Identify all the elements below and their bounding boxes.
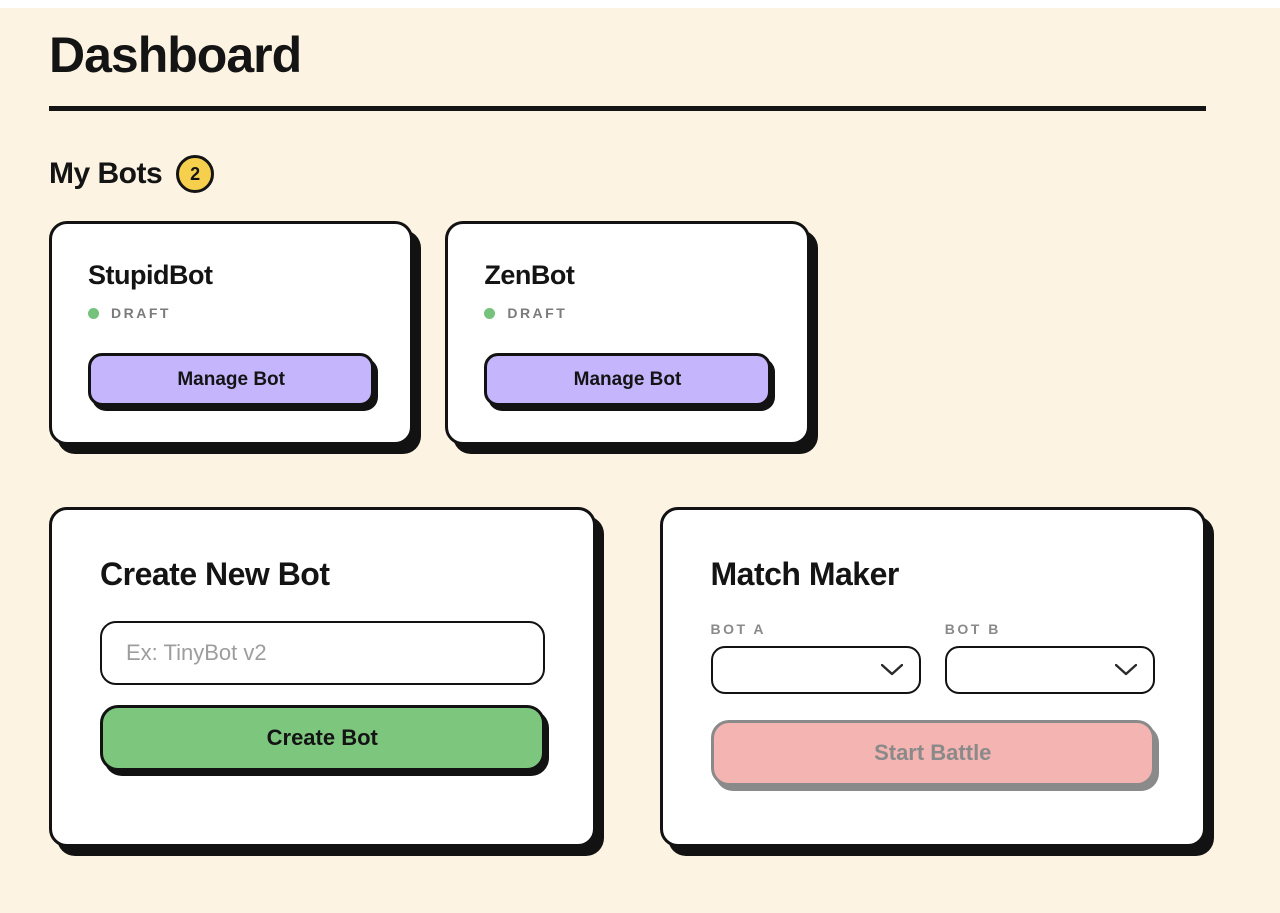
bot-a-select-wrap xyxy=(710,646,921,694)
header-divider xyxy=(49,106,1206,111)
status-dot-icon xyxy=(484,307,496,319)
bot-a-label: BOT A xyxy=(710,621,767,637)
bot-select-row: BOT A BOT B xyxy=(710,621,1155,694)
bot-count-badge: 2 xyxy=(176,155,215,193)
bot-name-input[interactable] xyxy=(100,621,545,685)
bot-b-group: BOT B xyxy=(944,621,1155,694)
bot-name: StupidBot xyxy=(88,260,213,290)
bot-a-group: BOT A xyxy=(710,621,921,694)
bot-b-select-wrap xyxy=(944,646,1155,694)
create-bot-heading: Create New Bot xyxy=(100,556,330,592)
bot-status: DRAFT xyxy=(484,305,770,321)
create-bot-button[interactable]: Create Bot xyxy=(100,705,545,771)
match-maker-card: Match Maker BOT A xyxy=(659,507,1206,847)
manage-bot-button[interactable]: Manage Bot xyxy=(88,353,375,406)
bot-status: DRAFT xyxy=(88,305,374,321)
status-label: DRAFT xyxy=(507,305,568,321)
bot-card-stupidbot: StupidBot DRAFT Manage Bot xyxy=(49,221,414,445)
dashboard-page: Dashboard My Bots 2 StupidBot DRAFT Mana… xyxy=(0,8,1280,913)
bot-b-select[interactable] xyxy=(944,646,1155,694)
my-bots-section-header: My Bots 2 xyxy=(49,155,1206,193)
bot-name: ZenBot xyxy=(484,260,575,290)
my-bots-heading: My Bots xyxy=(49,157,163,190)
bot-a-select[interactable] xyxy=(710,646,921,694)
status-label: DRAFT xyxy=(111,305,171,321)
page-title: Dashboard xyxy=(49,27,302,83)
bot-b-label: BOT B xyxy=(944,621,1001,637)
status-dot-icon xyxy=(88,307,99,319)
manage-bot-button[interactable]: Manage Bot xyxy=(484,353,771,406)
start-battle-button[interactable]: Start Battle xyxy=(710,720,1155,786)
bot-card-grid: StupidBot DRAFT Manage Bot ZenBot DRAFT … xyxy=(49,221,1206,445)
create-bot-card: Create New Bot Create Bot xyxy=(49,507,596,847)
tools-grid: Create New Bot Create Bot Match Maker BO… xyxy=(49,507,1206,847)
top-strip xyxy=(0,0,1280,8)
match-maker-heading: Match Maker xyxy=(710,556,900,592)
bot-card-zenbot: ZenBot DRAFT Manage Bot xyxy=(445,221,810,445)
